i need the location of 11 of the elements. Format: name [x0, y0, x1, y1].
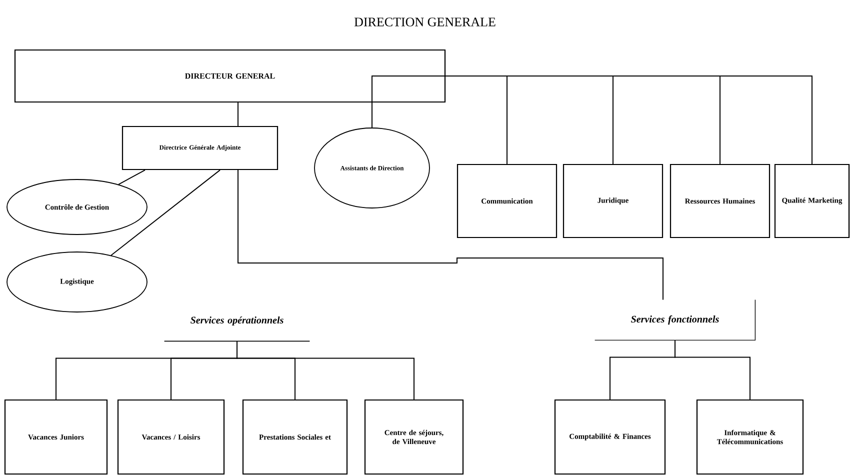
director-box: DIRECTEUR GENERAL — [14, 49, 446, 103]
connector-line — [110, 170, 220, 256]
connector-line — [674, 340, 750, 400]
title: DIRECTION GENERALE — [354, 18, 496, 26]
connector-line — [118, 170, 146, 185]
connector-line — [372, 76, 446, 128]
connector-line — [236, 340, 414, 400]
group-heading: Services fonctionnels — [594, 299, 756, 341]
connector-line — [238, 170, 664, 300]
connector-line — [445, 76, 812, 164]
group-heading: Services opérationnels — [164, 316, 310, 342]
